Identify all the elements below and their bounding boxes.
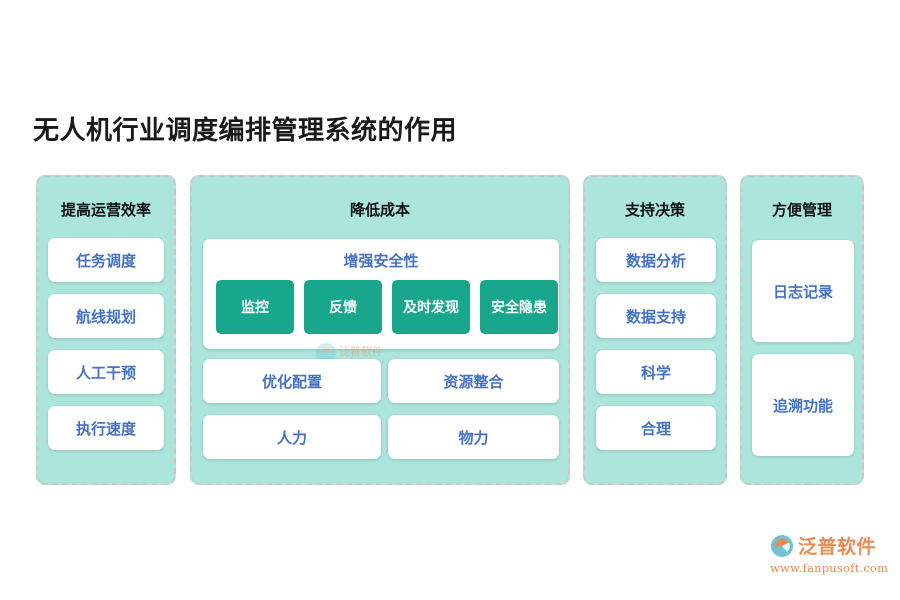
card-scientific[interactable]: 科学	[596, 350, 716, 394]
column-improve-efficiency: 提高运营效率 任务调度 航线规划 人工干预 执行速度	[36, 175, 176, 485]
card-data-analysis[interactable]: 数据分析	[596, 238, 716, 282]
chip-feedback[interactable]: 反馈	[304, 280, 382, 334]
column-header: 方便管理	[771, 201, 832, 219]
card-manual-intervention[interactable]: 人工干预	[48, 350, 164, 394]
subpanel-enhance-safety: 增强安全性 泛普软件 FANPU SOFTWARE 监控 反馈 及时发现 安全隐…	[203, 239, 559, 367]
card-route-planning[interactable]: 航线规划	[48, 294, 164, 338]
column-header: 降低成本	[349, 201, 410, 219]
card-resource-integration[interactable]: 资源整合	[388, 359, 559, 403]
card-material-resources[interactable]: 物力	[388, 415, 559, 459]
chip-timely-detection[interactable]: 及时发现	[392, 280, 470, 334]
brand-mark-icon	[770, 534, 794, 558]
brand-name: 泛普软件	[798, 536, 877, 558]
card-manpower[interactable]: 人力	[203, 415, 381, 459]
card-execution-speed[interactable]: 执行速度	[48, 406, 164, 450]
column-convenient-management: 方便管理 日志记录 追溯功能	[740, 175, 864, 485]
card-log-record[interactable]: 日志记录	[752, 240, 854, 342]
card-optimize-configuration[interactable]: 优化配置	[203, 359, 381, 403]
diagram-board: 提高运营效率 任务调度 航线规划 人工干预 执行速度 降低成本 增强安全性 泛普…	[0, 175, 900, 487]
brand-url: www.fanpusoft.com	[770, 561, 889, 575]
column-header: 支持决策	[624, 201, 685, 219]
card-reasonable[interactable]: 合理	[596, 406, 716, 450]
chip-safety-hazard[interactable]: 安全隐患	[480, 280, 558, 334]
subpanel-title: 增强安全性	[343, 252, 419, 270]
column-header: 提高运营效率	[60, 201, 151, 219]
svg-text:泛普软件: 泛普软件	[339, 344, 383, 358]
chip-monitoring[interactable]: 监控	[216, 280, 294, 334]
card-data-support[interactable]: 数据支持	[596, 294, 716, 338]
column-support-decision: 支持决策 数据分析 数据支持 科学 合理	[583, 175, 727, 485]
card-task-scheduling[interactable]: 任务调度	[48, 238, 164, 282]
column-reduce-cost: 降低成本 增强安全性 泛普软件 FANPU SOFTWARE 监控 反馈 及时发…	[190, 175, 570, 485]
page-title: 无人机行业调度编排管理系统的作用	[33, 116, 458, 146]
card-traceability[interactable]: 追溯功能	[752, 354, 854, 456]
brand-logo: 泛普软件 www.fanpusoft.com	[770, 532, 888, 578]
